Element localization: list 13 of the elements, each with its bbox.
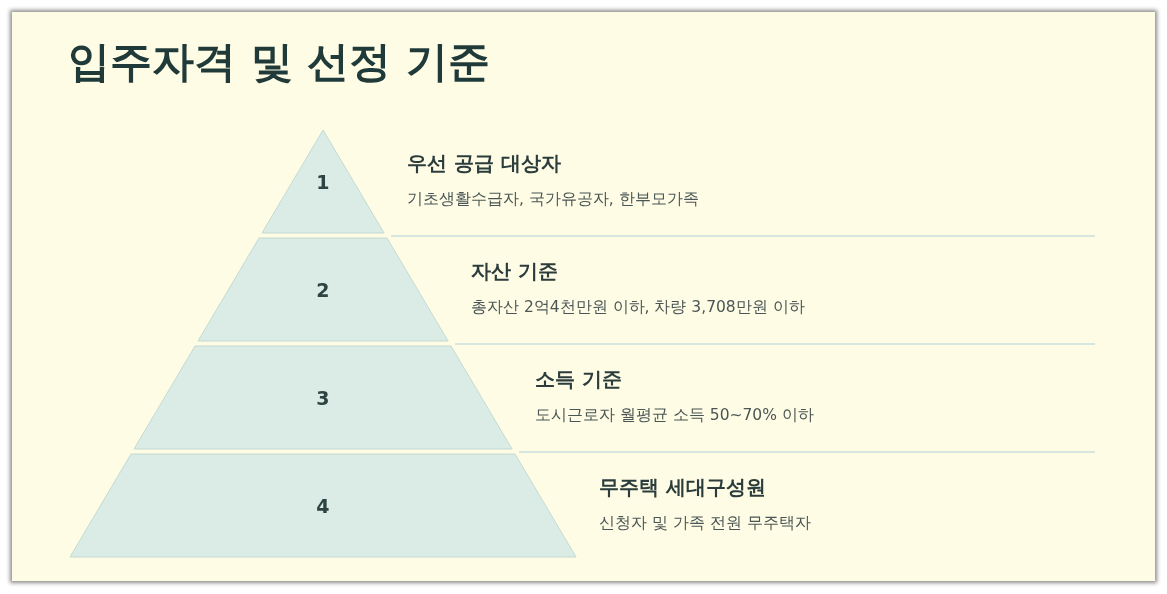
tier-number: 1 (316, 170, 330, 193)
title: 입주자격 및 선정 기준 (68, 36, 490, 88)
tier-heading: 우선 공급 대상자 (407, 150, 562, 177)
tier-heading: 소득 기준 (535, 366, 623, 393)
tier-description: 신청자 및 가족 전원 무주택자 (599, 513, 811, 534)
tier-number: 2 (316, 278, 330, 301)
tier-heading: 자산 기준 (471, 258, 559, 285)
tier-description: 총자산 2억4천만원 이하, 차량 3,708만원 이하 (471, 297, 805, 318)
tier-heading: 무주택 세대구성원 (599, 474, 767, 501)
tier-description: 도시근로자 월평균 소득 50~70% 이하 (535, 405, 814, 426)
tier-number: 4 (316, 494, 330, 517)
tier-description: 기초생활수급자, 국가유공자, 한부모가족 (407, 189, 699, 210)
tier-number: 3 (316, 386, 330, 409)
